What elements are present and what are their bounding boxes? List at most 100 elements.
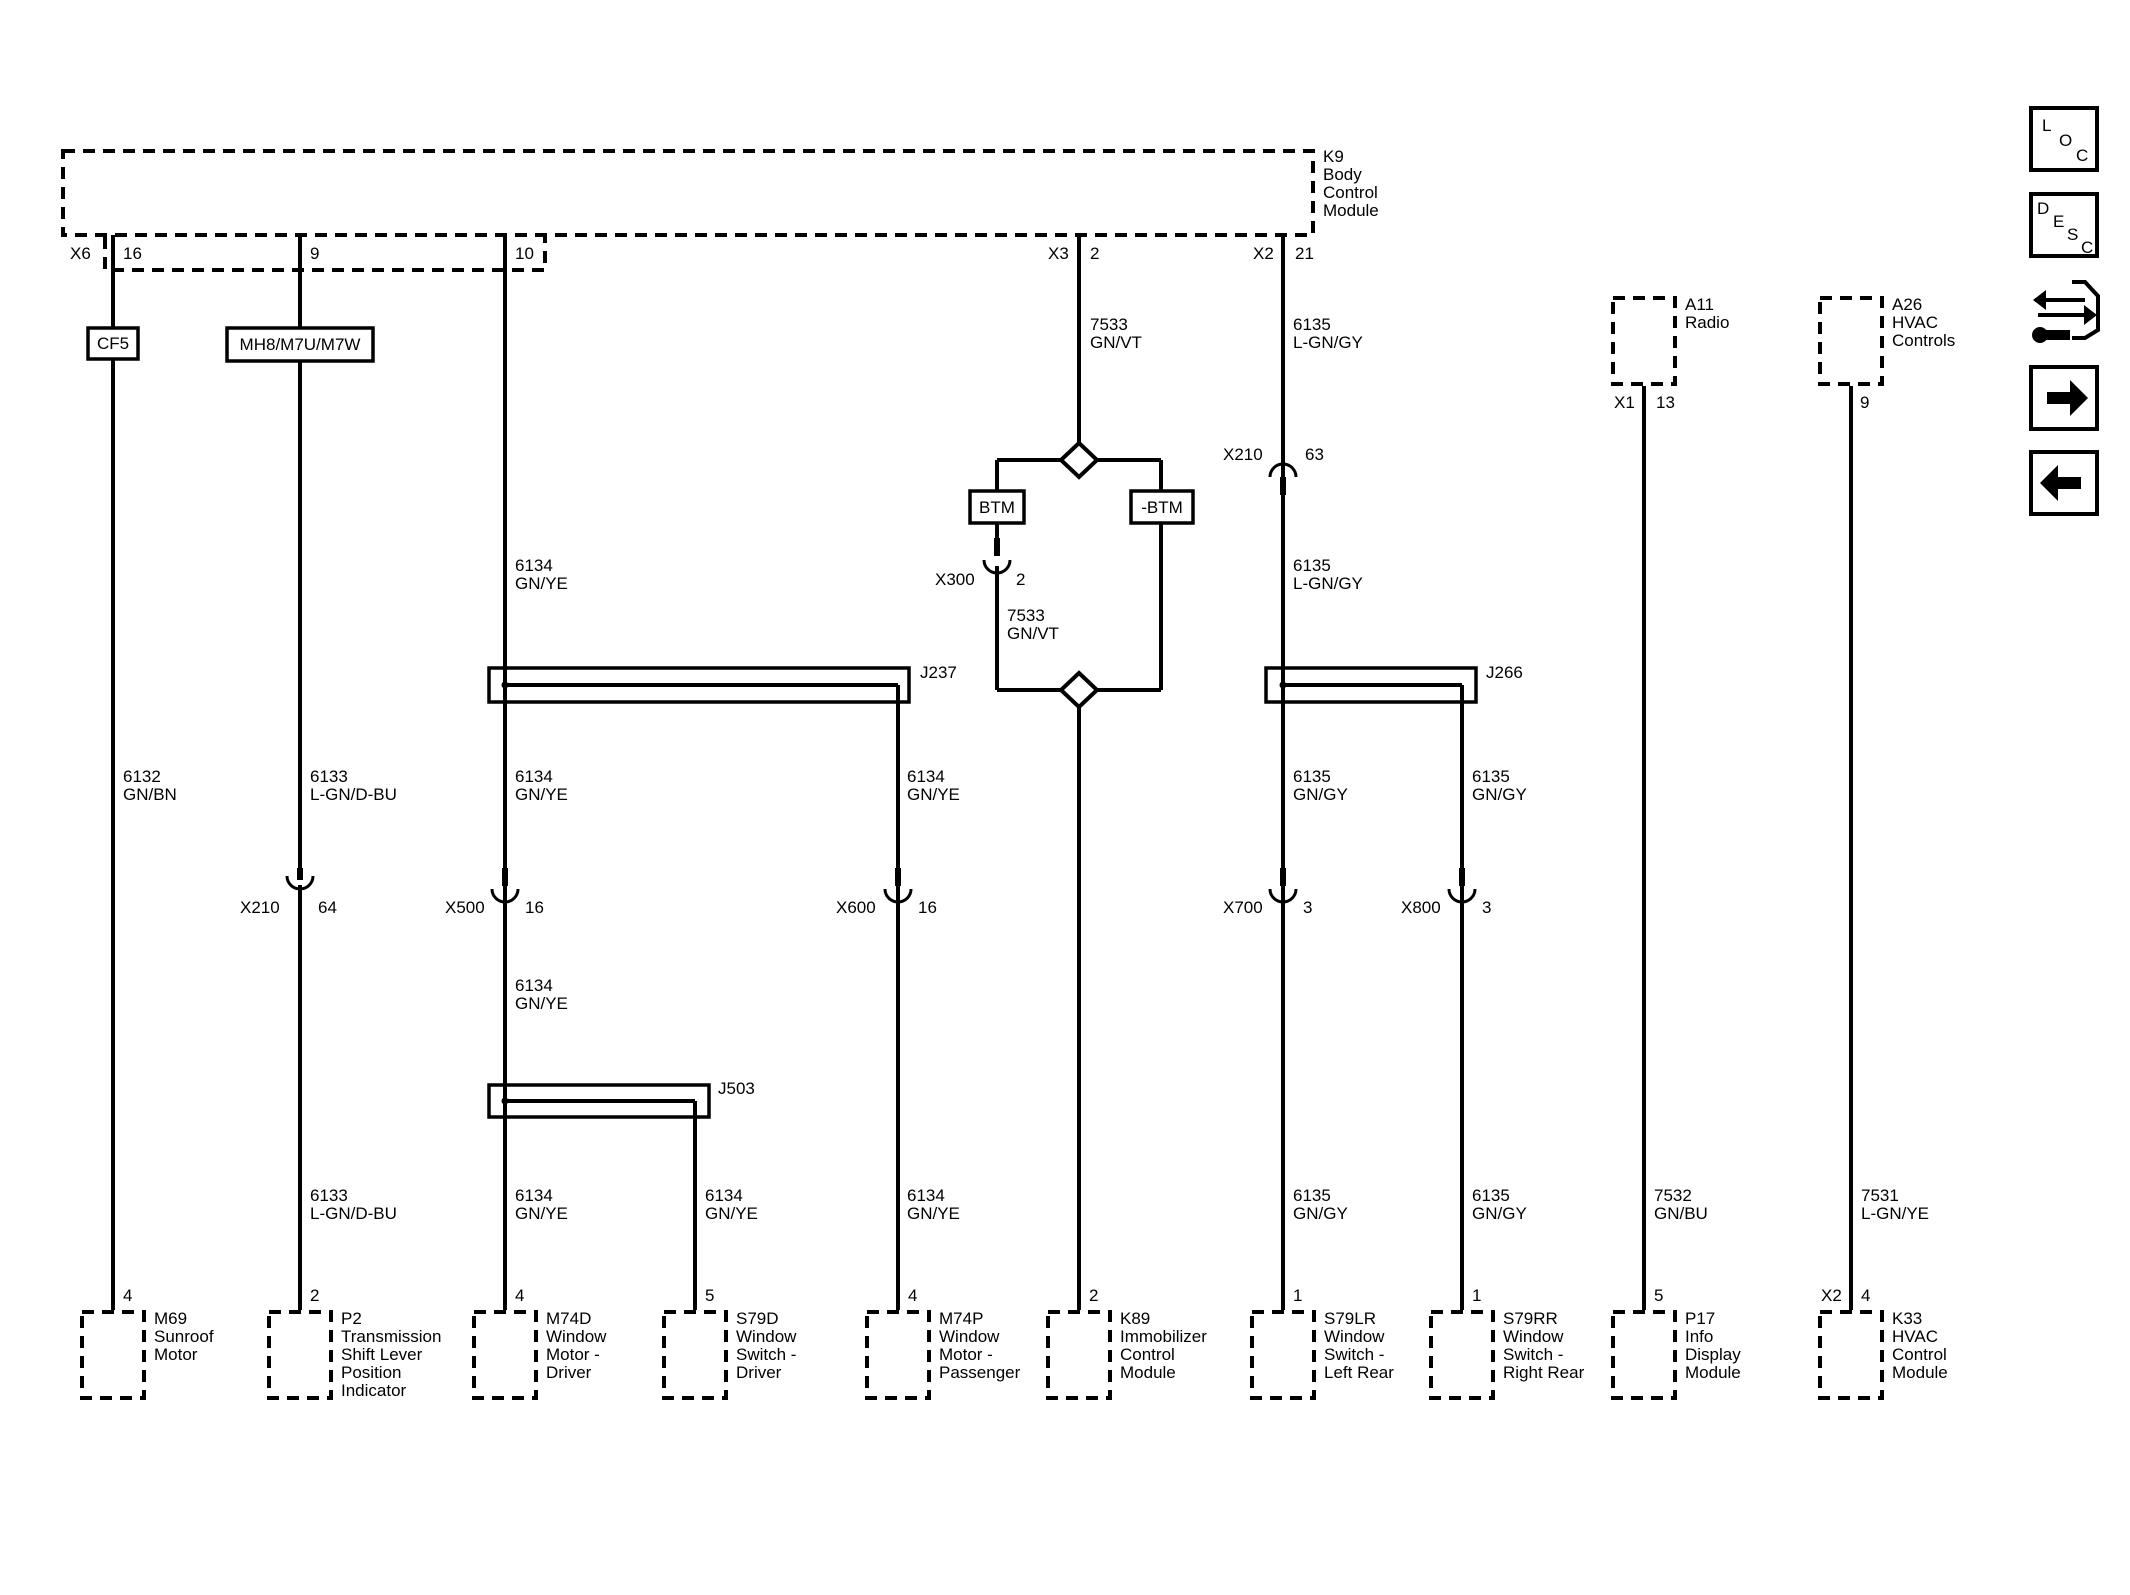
component-pin: 2 [1089, 1286, 1098, 1305]
component-label: Info [1685, 1327, 1713, 1346]
wire-6134-color-2: GN/YE [515, 785, 568, 804]
splice-j266-dot [1279, 681, 1287, 689]
splice-j503-dot [501, 1097, 509, 1105]
wire-7531-color: L-GN/YE [1861, 1204, 1929, 1223]
connector-x210-pin-64: 64 [318, 898, 337, 917]
component-pin: 1 [1472, 1286, 1481, 1305]
wire-7533-color: GN/VT [1090, 333, 1142, 352]
wire-6134-number-6: 6134 [705, 1186, 743, 1205]
component-label: Switch - [1324, 1345, 1384, 1364]
connector-x500-pin-16: 16 [525, 898, 544, 917]
splice-pack-j503[interactable]: J503 [487, 1079, 755, 1119]
connector-repair-icon[interactable] [2032, 280, 2100, 343]
component-label: Display [1685, 1345, 1741, 1364]
description-button[interactable]: D E S C [2029, 192, 2099, 258]
wire-6135-number-5: 6135 [1293, 1186, 1331, 1205]
component-label: HVAC [1892, 1327, 1938, 1346]
component-label: Driver [546, 1363, 592, 1382]
component-pin: 5 [705, 1286, 714, 1305]
connector-x210-pin-63: 63 [1305, 445, 1324, 464]
wire-6134-number-4: 6134 [515, 976, 553, 995]
component-label: Module [1892, 1363, 1948, 1382]
wire-6135-number-3: 6135 [1293, 767, 1331, 786]
radio-module[interactable]: A11 Radio [1611, 295, 1729, 386]
wire-7533[interactable] [995, 235, 1163, 1310]
wire-7531-number: 7531 [1861, 1186, 1899, 1205]
component-label: Window [1324, 1327, 1385, 1346]
component-ref: M69 [154, 1309, 187, 1328]
component-label: Position [341, 1363, 401, 1382]
component-pin: 4 [515, 1286, 524, 1305]
wire-6134-color-1: GN/YE [515, 574, 568, 593]
connector-x600-label: X600 [836, 898, 876, 917]
option-mh8-label: MH8/M7U/M7W [240, 335, 361, 354]
component-ref: P2 [341, 1309, 362, 1328]
connector-x210-label: X210 [1223, 445, 1263, 464]
location-button[interactable]: L O C [2029, 106, 2099, 172]
connector-x700-3-icon [1268, 888, 1298, 904]
bcm-pin-21: 21 [1295, 244, 1314, 263]
option-not-btm-label: -BTM [1141, 498, 1183, 517]
component-label: Motor - [546, 1345, 600, 1364]
component-label: Right Rear [1503, 1363, 1585, 1382]
previous-page-button[interactable] [2029, 450, 2099, 516]
splice-pack-j237[interactable]: J237 [487, 663, 957, 704]
wire-6134-color-3: GN/YE [907, 785, 960, 804]
wire-6135-color-6: GN/GY [1472, 1204, 1527, 1223]
wire-7533-number-2: 7533 [1007, 606, 1045, 625]
component-ref: S79LR [1324, 1309, 1376, 1328]
bcm-pin-16: 16 [123, 244, 142, 263]
desc-letter-e: E [2053, 212, 2064, 231]
bcm-label-2: Control [1323, 183, 1378, 202]
component-label: Immobilizer [1120, 1327, 1207, 1346]
wire-7533-color-2: GN/VT [1007, 624, 1059, 643]
body-control-module[interactable]: K9 Body Control Module [61, 147, 1379, 237]
component-pin: 1 [1293, 1286, 1302, 1305]
component-label: Control [1120, 1345, 1175, 1364]
component-label: Switch - [1503, 1345, 1563, 1364]
component-label: Driver [736, 1363, 782, 1382]
connector-x700-label: X700 [1223, 898, 1263, 917]
connector-x300-2-icon [982, 559, 1012, 575]
wire-7532-color: GN/BU [1654, 1204, 1708, 1223]
option-box-not-btm: -BTM [1129, 489, 1195, 525]
arrow-right-icon [2047, 380, 2088, 416]
next-page-button[interactable] [2029, 365, 2099, 431]
splice-pack-j266[interactable]: J266 [1264, 663, 1523, 704]
component-label: Window [546, 1327, 607, 1346]
component-label: Indicator [341, 1381, 407, 1400]
bcm-conn-x3: X3 [1048, 244, 1069, 263]
component-outline [1046, 1310, 1112, 1400]
bcm-conn-x2: X2 [1253, 244, 1274, 263]
component-ref: M74D [546, 1309, 591, 1328]
component-label: Control [1892, 1345, 1947, 1364]
bcm-label-1: Body [1323, 165, 1362, 184]
wire-6134-number-7: 6134 [907, 1186, 945, 1205]
hvac-controls-ref: A26 [1892, 295, 1922, 314]
splice-j503-label: J503 [718, 1079, 755, 1098]
hvac-controls-module[interactable]: A26 HVAC Controls [1818, 295, 1955, 386]
splice-j266-label: J266 [1486, 663, 1523, 682]
bcm-x6-connector-outline [103, 237, 547, 272]
hvac-controls-label-1: HVAC [1892, 313, 1938, 332]
option-btm-label: BTM [979, 498, 1015, 517]
connector-x210-label-2: X210 [240, 898, 280, 917]
component-label: Motor [154, 1345, 198, 1364]
component-label: Transmission [341, 1327, 441, 1346]
connector-x300-2-pin [994, 538, 1000, 556]
component-outline [865, 1310, 931, 1400]
component-label: Module [1685, 1363, 1741, 1382]
component-label: Window [1503, 1327, 1564, 1346]
wire-6135-color-3: GN/GY [1293, 785, 1348, 804]
